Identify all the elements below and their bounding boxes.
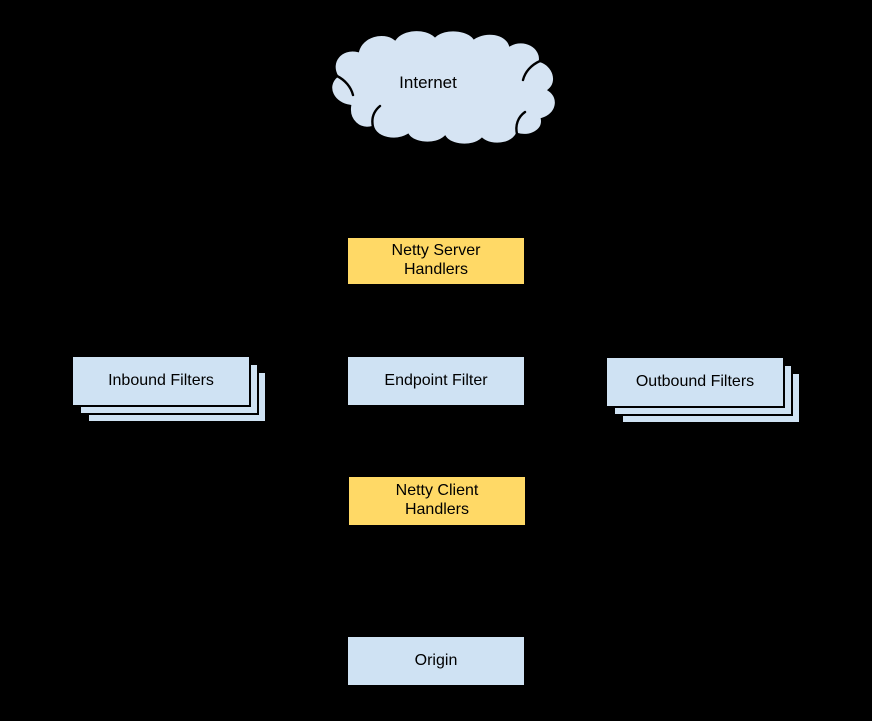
- node-label: Outbound Filters: [635, 372, 755, 390]
- node-origin: Origin: [346, 635, 526, 687]
- node-label: Netty Server Handlers: [391, 242, 481, 278]
- stack-inbound-filters: Inbound Filters: [71, 355, 267, 423]
- internet-label: Internet: [399, 73, 457, 92]
- node-label: Origin: [414, 651, 458, 669]
- node-outbound-filters: Outbound Filters: [605, 356, 785, 408]
- stack-outbound-filters: Outbound Filters: [605, 356, 801, 424]
- node-netty-client-handlers: Netty Client Handlers: [347, 475, 527, 527]
- node-label: Inbound Filters: [108, 371, 214, 389]
- cloud-icon: [329, 28, 558, 145]
- node-endpoint-filter: Endpoint Filter: [346, 355, 526, 407]
- node-netty-server-handlers: Netty Server Handlers: [346, 236, 526, 286]
- node-inbound-filters: Inbound Filters: [71, 355, 251, 407]
- node-label: Netty Client Handlers: [395, 482, 479, 518]
- node-label: Endpoint Filter: [384, 371, 488, 389]
- node-internet: Internet: [308, 27, 564, 145]
